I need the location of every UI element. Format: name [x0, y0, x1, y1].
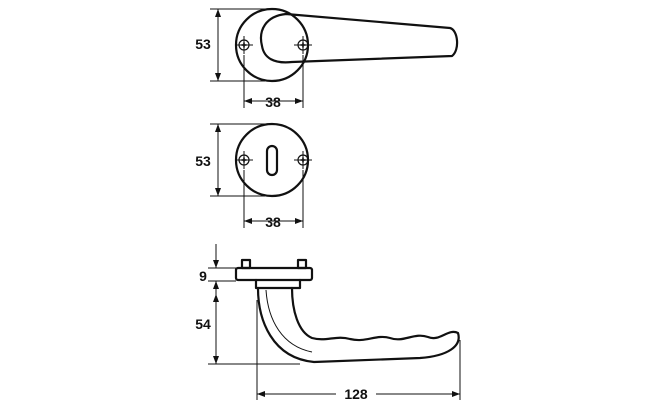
lever-inner-contour	[265, 289, 313, 353]
lever-handle-outline	[259, 12, 459, 64]
dimension-lever-drop: 54	[195, 294, 300, 365]
dimension-width: 38	[243, 55, 304, 110]
screw-cross-icon	[234, 150, 254, 170]
dimension-label-width: 38	[265, 214, 281, 230]
lever-collar	[254, 278, 302, 290]
lever-profile-outline	[256, 286, 460, 364]
dimension-label-height: 53	[195, 36, 211, 52]
fixing-stud	[296, 258, 308, 270]
fixing-stud	[240, 258, 252, 270]
dimension-label-height: 53	[195, 153, 211, 169]
dimension-height: 53	[195, 123, 265, 197]
dimension-rose-height: 9	[199, 244, 236, 294]
keyhole-escutcheon-view: 53 38	[195, 122, 313, 230]
screw-cross-icon	[234, 35, 254, 55]
screw-cross-icon	[293, 150, 313, 170]
dimension-label-lever-drop: 54	[195, 316, 211, 332]
keyhole-icon	[265, 144, 279, 177]
dimension-label-width: 38	[265, 94, 281, 110]
dimension-label-rose-height: 9	[199, 268, 207, 284]
rose-plate	[234, 266, 314, 282]
screw-cross-icon	[293, 35, 313, 55]
lever-side-view: 9 54 128	[195, 244, 461, 400]
dimension-lever-length: 128	[256, 300, 461, 400]
dimension-width: 38	[243, 170, 304, 230]
dimension-height: 53	[195, 8, 265, 82]
dimension-label-lever-length: 128	[344, 386, 368, 400]
lever-rose-front-view: 53 38	[195, 7, 459, 110]
